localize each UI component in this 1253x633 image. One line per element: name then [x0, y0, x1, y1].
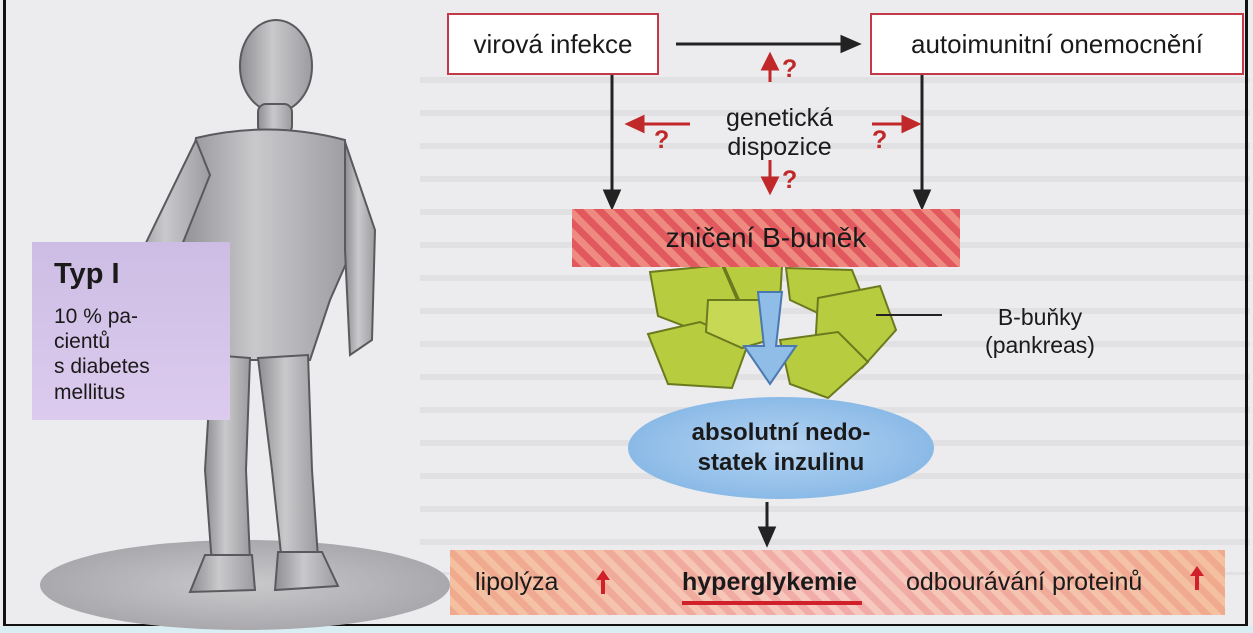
genetic-line-2: dispozice	[692, 133, 867, 162]
question-mark-bottom: ?	[782, 166, 797, 195]
proteolysis-label: odbourávání proteinů	[906, 568, 1142, 597]
deficiency-line-1: absolutní nedo-	[692, 418, 871, 448]
question-mark-left: ?	[654, 126, 669, 155]
type-line-3: s diabetes	[54, 354, 224, 379]
type-line-1: 10 % pa-	[54, 304, 224, 329]
lipolysis-up-arrow-icon	[596, 570, 610, 594]
genetic-line-1: genetická	[692, 104, 867, 133]
type-line-4: mellitus	[54, 380, 224, 405]
consequences-bar: lipolýza hyperglykemie odbourávání prote…	[450, 550, 1225, 615]
autoimmune-disease-box: autoimunitní onemocnění	[870, 13, 1244, 75]
deficiency-line-2: statek inzulinu	[692, 448, 871, 478]
genetic-disposition-label: genetická dispozice	[692, 104, 867, 162]
bcell-destruction-bar: zničení B-buněk	[572, 209, 960, 267]
type-title: Typ I	[54, 258, 120, 291]
lipolysis-label: lipolýza	[475, 568, 558, 597]
insulin-deficiency-ellipse: absolutní nedo- statek inzulinu	[628, 397, 934, 499]
type-one-box: Typ I 10 % pa- cientů s diabetes mellitu…	[32, 242, 230, 420]
bcell-label-line-1: B-buňky	[945, 303, 1135, 331]
type-line-2: cientů	[54, 329, 224, 354]
type-description: 10 % pa- cientů s diabetes mellitus	[54, 304, 224, 405]
question-mark-top: ?	[782, 55, 797, 84]
hyperglycemia-label: hyperglykemie	[682, 568, 857, 597]
bcell-label-line-2: (pankreas)	[945, 331, 1135, 359]
question-mark-right: ?	[872, 126, 887, 155]
viral-infection-box: virová infekce	[447, 13, 659, 75]
bcell-label: B-buňky (pankreas)	[945, 303, 1135, 359]
hyperglycemia-underline	[682, 601, 862, 605]
proteolysis-up-arrow-icon	[1190, 566, 1204, 590]
